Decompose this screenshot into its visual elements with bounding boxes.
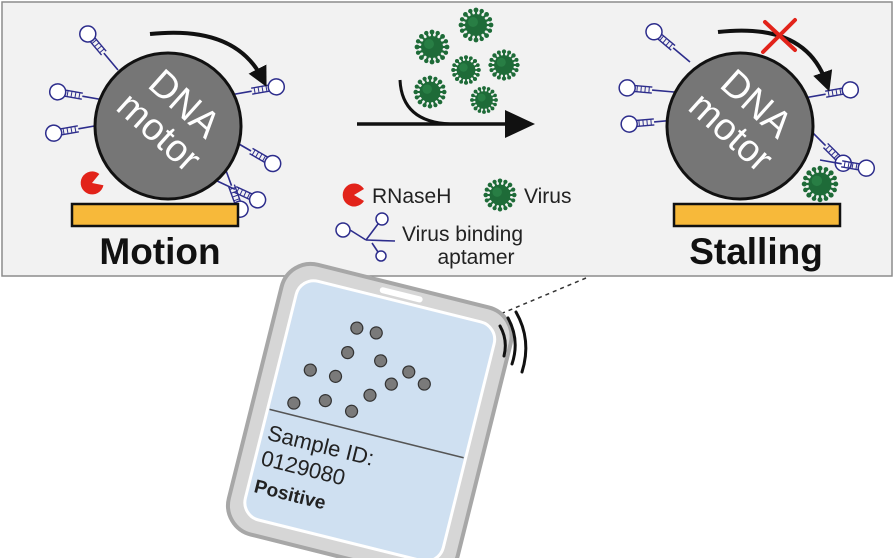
phone-speaker bbox=[379, 287, 423, 303]
legend-aptamer-line1: Virus binding bbox=[402, 223, 523, 246]
reaction-arrow-head bbox=[505, 110, 535, 138]
aptamer-icon bbox=[335, 212, 396, 262]
screen-divider bbox=[269, 408, 464, 459]
surface-right bbox=[672, 202, 842, 228]
dna-motor-right bbox=[665, 51, 815, 201]
rotation-arrow-left bbox=[149, 30, 267, 87]
bound-virus-icon bbox=[800, 164, 840, 204]
phone-screen bbox=[243, 279, 497, 558]
virus-icon bbox=[482, 177, 518, 213]
motor-dots bbox=[287, 321, 431, 418]
surface-left bbox=[70, 202, 240, 228]
stalling-panel: DNA motor Stalling bbox=[617, 18, 877, 272]
legend: RNaseH Virus Virus binding aptamer bbox=[335, 177, 571, 269]
rotation-arrow-right bbox=[717, 28, 833, 92]
stall-x-mark bbox=[761, 18, 797, 54]
legend-rnaseh-label: RNaseH bbox=[372, 185, 451, 208]
smartphone: Sample ID: 0129080 Positive bbox=[226, 261, 514, 558]
legend-virus-label: Virus bbox=[524, 185, 571, 208]
caption-motion: Motion bbox=[99, 231, 220, 272]
dna-motor-left bbox=[93, 51, 243, 201]
legend-aptamer-line2: aptamer bbox=[437, 246, 514, 269]
motion-panel: DNA motor Motion bbox=[43, 21, 287, 272]
wireless-signal-icon bbox=[498, 310, 528, 374]
caption-stalling: Stalling bbox=[689, 231, 823, 272]
